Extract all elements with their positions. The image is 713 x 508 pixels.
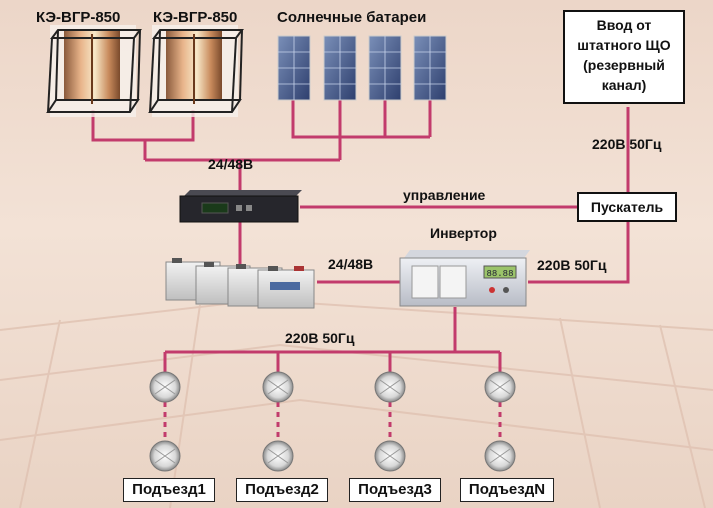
lamp-icon xyxy=(374,440,406,472)
distribution-voltage-label: 220В 50Гц xyxy=(285,330,355,346)
starter-box: Пускатель xyxy=(577,192,677,222)
turbine-label-2: КЭ-ВГР-850 xyxy=(153,9,238,26)
entrance-label-n: ПодъездN xyxy=(460,478,554,502)
lamp-icon xyxy=(484,440,516,472)
entrance-label-2: Подъезд2 xyxy=(236,478,328,502)
wind-turbine-2 xyxy=(148,25,244,117)
solar-panel-1 xyxy=(277,35,311,101)
lamp-icon xyxy=(262,440,294,472)
entrance-label-1: Подъезд1 xyxy=(123,478,215,502)
battery-voltage-label: 24/48В xyxy=(328,256,374,272)
control-label: управление xyxy=(403,187,486,203)
wires xyxy=(91,100,630,372)
lamp-links xyxy=(163,402,502,442)
lamp-icon xyxy=(374,371,406,403)
turbine-label-1: КЭ-ВГР-850 xyxy=(36,9,121,26)
inverter-output-label: 220В 50Гц xyxy=(537,257,607,273)
lamp-icon xyxy=(149,440,181,472)
solar-panel-4 xyxy=(413,35,447,101)
mains-input-label: Ввод от штатного ЩО (резервный канал) xyxy=(577,17,671,93)
inverter-display: 88.88 xyxy=(486,269,513,279)
solar-label: Солнечные батареи xyxy=(277,9,427,26)
lamp-icon xyxy=(262,371,294,403)
background-panels xyxy=(0,298,713,508)
lamp-icon xyxy=(484,371,516,403)
solar-panels xyxy=(277,35,447,101)
charge-controller xyxy=(179,190,302,223)
starter-label: Пускатель xyxy=(590,199,664,215)
wind-turbine-1 xyxy=(46,25,142,117)
battery-bank xyxy=(165,258,315,309)
lamp-icon xyxy=(149,371,181,403)
solar-panel-2 xyxy=(323,35,357,101)
mains-input-box: Ввод от штатного ЩО (резервный канал) xyxy=(563,10,685,104)
solar-panel-3 xyxy=(368,35,402,101)
lamps xyxy=(149,371,516,472)
entrance-label-3: Подъезд3 xyxy=(349,478,441,502)
inverter-device: 88.88 xyxy=(399,250,530,307)
mains-voltage-label: 220В 50Гц xyxy=(592,136,662,152)
controller-voltage-label: 24/48В xyxy=(208,156,254,172)
inverter-label: Инвертор xyxy=(430,225,497,241)
